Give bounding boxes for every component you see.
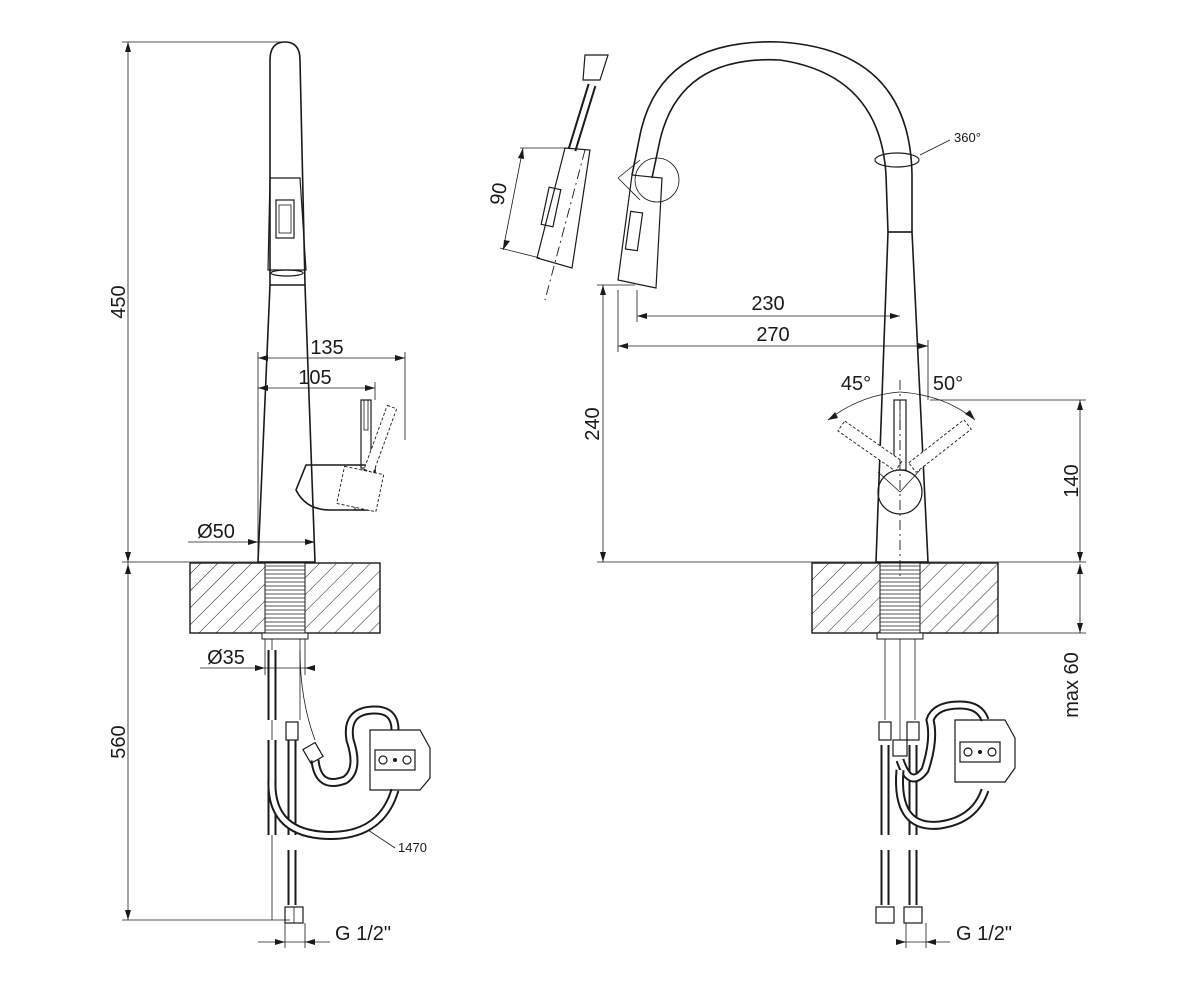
- dim-hose-length: 560: [108, 725, 130, 758]
- dim-spout-reach-outer: 270: [756, 324, 789, 346]
- dim-spout-reach-inner: 230: [751, 293, 784, 315]
- faucet-body-front: [617, 41, 972, 580]
- dim-lever-angle-right: 50°: [933, 373, 963, 395]
- front-view: 90 360° 230 270 240 140 45° 50° max 60 G…: [486, 41, 1086, 948]
- dim-total-height: 450: [108, 285, 130, 318]
- countertop-section-right: [811, 562, 999, 640]
- dim-rotation: 360°: [954, 130, 981, 145]
- countertop-section-left: [189, 562, 381, 640]
- dim-reach-outer: 135: [310, 337, 343, 359]
- dim-lever-angle-left: 45°: [841, 373, 871, 395]
- pullout-detail: [499, 54, 609, 301]
- side-dimensions: [122, 41, 406, 948]
- dim-hose-note: 1470: [398, 840, 427, 855]
- dim-reach-inner: 105: [298, 367, 331, 389]
- hoses-left: [267, 639, 431, 924]
- faucet-body-side: [257, 41, 398, 563]
- dim-base-diameter: Ø50: [197, 521, 235, 543]
- dim-spout-height: 240: [582, 407, 604, 440]
- hoses-right: [875, 639, 1016, 924]
- dim-lever-height: 140: [1061, 464, 1083, 497]
- dim-thread-right: G 1/2": [956, 923, 1012, 945]
- side-view: 450 560 135 105 Ø50 Ø35 1470 G 1/2": [108, 41, 431, 948]
- dim-hole-diameter: Ø35: [207, 647, 245, 669]
- dim-max-mount: max 60: [1061, 652, 1083, 718]
- dim-thread-left: G 1/2": [335, 923, 391, 945]
- front-dimensions: [597, 284, 1086, 948]
- dim-pull-out: 90: [486, 181, 512, 207]
